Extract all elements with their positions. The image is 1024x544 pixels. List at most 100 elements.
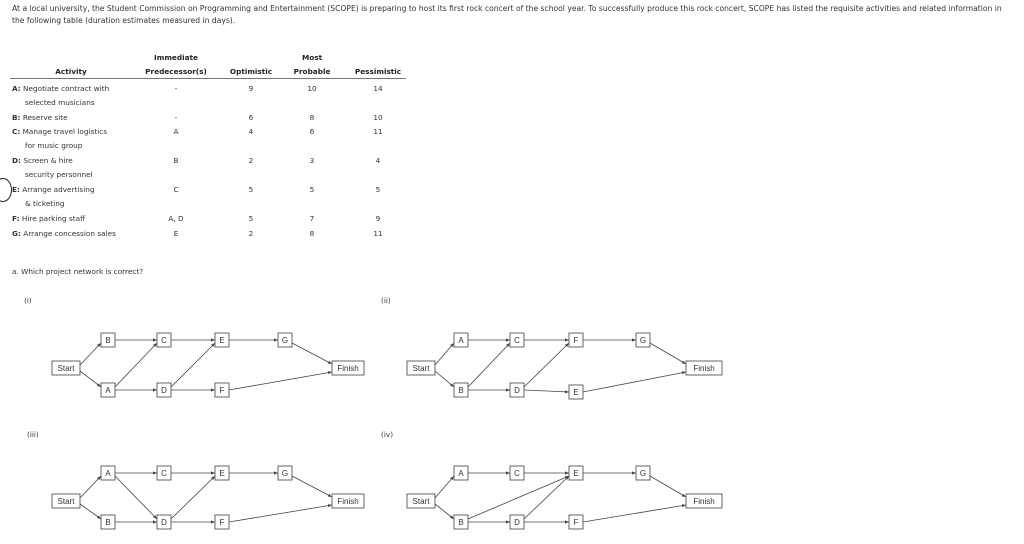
activity-b-optimistic: 6 <box>248 113 254 122</box>
network-iii-node-label-a: A <box>105 469 111 478</box>
network-iv-edge <box>649 475 687 498</box>
network-i-node-label-e: E <box>219 336 224 345</box>
network-ii-edge <box>582 371 687 393</box>
network-ii-edge <box>467 342 511 388</box>
activity-f-name: F: Hire parking staff <box>12 214 85 223</box>
network-iii-start-node <box>51 493 81 509</box>
network-i-node-label-c: C <box>161 336 167 345</box>
activity-g-predecessor: E <box>173 229 179 238</box>
network-iii-node-d <box>156 514 172 530</box>
network-iv-start-node <box>406 493 436 509</box>
activity-a-desc-line2: selected musicians <box>25 98 95 107</box>
activity-e-predecessor: C <box>173 185 179 194</box>
network-i-edge <box>79 370 102 388</box>
activity-f-pessimistic: 9 <box>375 214 381 223</box>
network-iii-edge <box>79 503 102 520</box>
header-probable-line2: Probable <box>293 67 331 76</box>
network-iv-node-label-e: E <box>573 469 578 478</box>
network-ii-finish-label: Finish <box>693 364 714 373</box>
network-ii-finish-node <box>685 360 723 376</box>
activity-g-pessimistic: 11 <box>373 229 383 238</box>
activity-b-probable: 8 <box>309 113 315 122</box>
network-i-finish-node <box>331 360 365 376</box>
activity-c-desc: Manage travel logistics <box>22 127 108 136</box>
activity-a-code: A: <box>12 84 21 93</box>
network-iii-node-a <box>100 465 116 481</box>
network-iv-edge <box>523 475 570 520</box>
network-ii-node-label-c: C <box>514 336 520 345</box>
network-iii-edge <box>79 475 102 499</box>
network-ii-node-c <box>509 332 525 348</box>
network-ii-edge <box>434 342 455 366</box>
network-ii-edge <box>649 342 687 365</box>
option-label-i[interactable]: (i) <box>24 296 32 305</box>
activity-d-probable: 3 <box>309 156 315 165</box>
network-ii-node-b <box>453 382 469 398</box>
activity-e-name: E: Arrange advertising <box>12 185 95 194</box>
option-label-ii[interactable]: (ii) <box>381 296 391 305</box>
network-iv-edge <box>582 504 687 523</box>
network-iv-node-label-f: F <box>574 518 579 527</box>
network-iii-node-label-b: B <box>105 518 110 527</box>
network-iv-edge <box>434 475 455 499</box>
activity-c-probable: 6 <box>309 127 315 136</box>
network-i-node-b <box>100 332 116 348</box>
network-iv-start-label: Start <box>413 497 431 506</box>
network-i-node-c <box>156 332 172 348</box>
activity-f-predecessor: A, D <box>168 214 184 223</box>
header-optimistic: Optimistic <box>229 67 273 76</box>
network-iii-node-label-c: C <box>161 469 167 478</box>
activity-a-predecessor: - <box>174 84 178 93</box>
network-iii-edge <box>114 475 158 520</box>
network-ii-node-f <box>568 332 584 348</box>
network-iii-node-label-f: F <box>220 518 225 527</box>
network-ii-start-label: Start <box>413 364 431 373</box>
network-ii-node-g <box>635 332 651 348</box>
activity-g-optimistic: 2 <box>248 229 254 238</box>
network-i-node-f <box>214 382 230 398</box>
activity-c-optimistic: 4 <box>248 127 254 136</box>
network-ii-node-a <box>453 332 469 348</box>
network-iv-node-label-d: D <box>514 518 520 527</box>
activity-d-desc: Screen & hire <box>23 156 73 165</box>
activity-f-probable: 7 <box>309 214 315 223</box>
network-iv-node-b <box>453 514 469 530</box>
network-iv-finish-node <box>685 493 723 509</box>
activity-b-name: B: Reserve site <box>12 113 68 122</box>
network-ii-node-label-g: G <box>640 336 646 345</box>
network-ii-node-e <box>568 384 584 400</box>
network-ii-node-label-d: D <box>514 386 520 395</box>
network-i-edge <box>291 342 333 365</box>
option-label-iii[interactable]: (iii) <box>27 430 39 439</box>
network-iii-node-e <box>214 465 230 481</box>
activity-d-predecessor: B <box>173 156 179 165</box>
network-ii-edge <box>523 342 570 388</box>
network-iii-node-label-g: G <box>282 469 288 478</box>
network-i-edge <box>114 342 158 388</box>
network-i-edge <box>228 371 333 391</box>
network-i-node-label-f: F <box>220 386 225 395</box>
network-iv-node-label-a: A <box>458 469 464 478</box>
activity-d-optimistic: 2 <box>248 156 254 165</box>
network-ii-node-label-f: F <box>574 336 579 345</box>
activity-d-code: D: <box>12 156 21 165</box>
option-label-iv[interactable]: (iv) <box>381 430 394 439</box>
activity-g-name: G: Arrange concession sales <box>12 229 116 238</box>
activity-a-probable: 10 <box>307 84 317 93</box>
activity-g-probable: 8 <box>309 229 315 238</box>
network-i-edge <box>170 342 216 388</box>
network-iv-node-c <box>509 465 525 481</box>
network-iv-node-label-g: G <box>640 469 646 478</box>
activity-e-desc-line2: & ticketing <box>25 199 65 208</box>
network-i-node-a <box>100 382 116 398</box>
activity-e-optimistic: 5 <box>248 185 254 194</box>
header-predecessor-line1: Immediate <box>154 53 198 62</box>
network-iii-edge <box>170 475 216 520</box>
network-iv-edge <box>467 475 570 520</box>
header-pessimistic: Pessimistic <box>354 67 402 76</box>
activity-d-desc-line2: security personnel <box>25 170 93 179</box>
activity-b-pessimistic: 10 <box>373 113 383 122</box>
activity-g-code: G: <box>12 229 21 238</box>
activity-d-name: D: Screen & hire <box>12 156 73 165</box>
